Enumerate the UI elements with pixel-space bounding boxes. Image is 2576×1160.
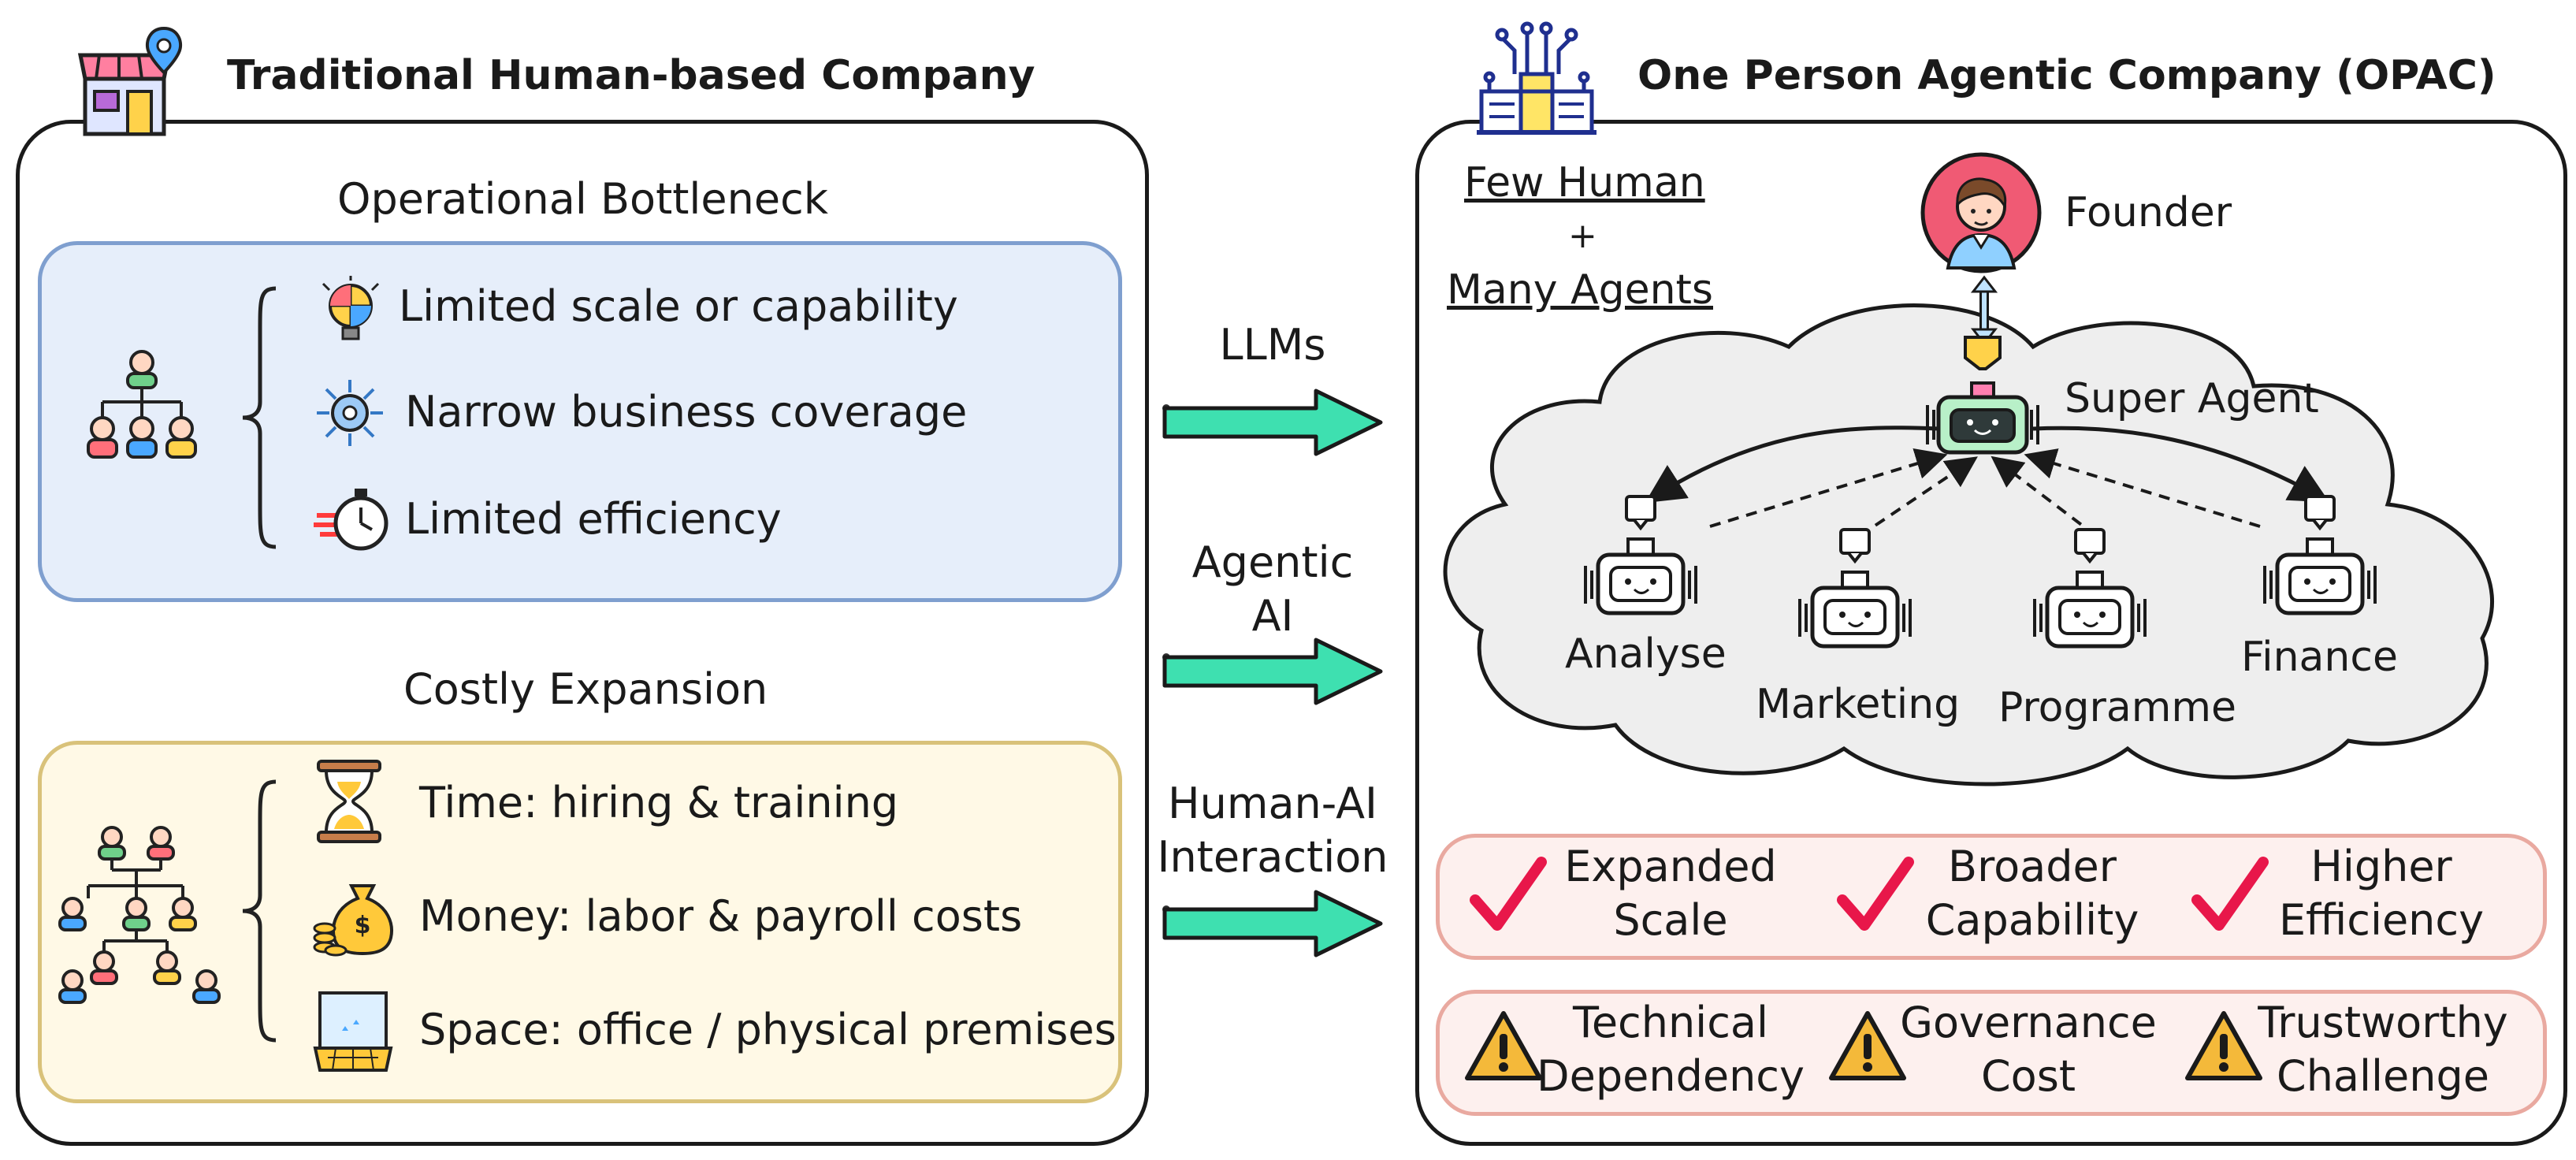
arrow-label-agentic-ai: Agentic AI [1191,537,1354,641]
agent-label: Finance [2241,634,2398,681]
super-agent-robot-icon [1926,336,2039,455]
arrow-label-llms: LLMs [1219,320,1326,370]
bottleneck-heading: Operational Bottleneck [337,174,829,224]
agent-label: Programme [1998,684,2237,731]
office-space-icon [313,991,393,1072]
expansion-item: Space: office / physical premises [419,1005,1117,1054]
stopwatch-icon [314,489,388,551]
agent-robot-icon [2263,495,2377,615]
check-icon [1470,857,1547,931]
money-bag-icon: $ [313,884,393,957]
left-panel [16,120,1149,1146]
agent-cloud [1443,303,2495,786]
bottleneck-item: Narrow business coverage [405,387,968,437]
right-panel [1415,120,2567,1146]
gear-network-icon [317,380,383,446]
challenge-label: Governance Cost [1900,998,2157,1101]
left-title: Traditional Human-based Company [227,52,1035,99]
ai-building-icon [1477,21,1597,135]
agent-label: Analyse [1565,630,1727,678]
bulb-puzzle-icon [322,276,380,340]
warning-icon [2185,1011,2262,1080]
bottleneck-box [38,241,1122,602]
team-org-icon [87,350,197,459]
bottleneck-item: Limited efficiency [405,494,782,544]
benefit-label: Expanded Scale [1564,842,1777,945]
plus-label: + [1568,216,1597,256]
benefit-label: Higher Efficiency [2278,842,2485,945]
challenges-box [1436,990,2547,1116]
expansion-box [38,741,1122,1103]
arrow-right-icon [1162,389,1383,456]
bottleneck-item: Limited scale or capability [399,281,958,331]
agent-robot-icon [2033,528,2147,649]
founder-label: Founder [2065,189,2232,236]
brace-icon [242,286,277,549]
shop-location-icon [77,26,182,136]
challenge-label: Technical Dependency [1537,998,1805,1101]
benefits-box [1436,834,2547,960]
svg-text:$: $ [355,912,371,939]
expansion-item: Money: labor & payroll costs [419,891,1023,941]
right-title: One Person Agentic Company (OPAC) [1637,52,2496,99]
arrow-right-icon [1162,638,1383,705]
expansion-item: Time: hiring & training [419,778,899,827]
agent-label: Marketing [1756,681,1961,728]
super-agent-label: Super Agent [2065,375,2319,422]
benefit-label: Broader Capability [1925,842,2139,945]
arrow-label-human-ai: Human-AI Interaction [1157,779,1388,882]
check-icon [2191,857,2269,931]
few-human-label: Few Human [1464,159,1705,206]
founder-avatar-icon [1920,152,2042,273]
many-agents-label: Many Agents [1447,266,1713,314]
expansion-heading: Costly Expansion [403,664,768,714]
agent-robot-icon [1584,495,1697,615]
agent-robot-icon [1798,528,1912,649]
hourglass-icon [317,760,381,843]
check-icon [1837,857,1914,931]
hierarchy-org-icon [58,826,221,1004]
warning-icon [1465,1011,1542,1080]
warning-icon [1829,1011,1906,1080]
agent-connections [1645,275,2330,537]
arrow-right-icon [1162,890,1383,957]
brace-icon [242,779,277,1043]
challenge-label: Trustworthy Challenge [2258,998,2508,1101]
